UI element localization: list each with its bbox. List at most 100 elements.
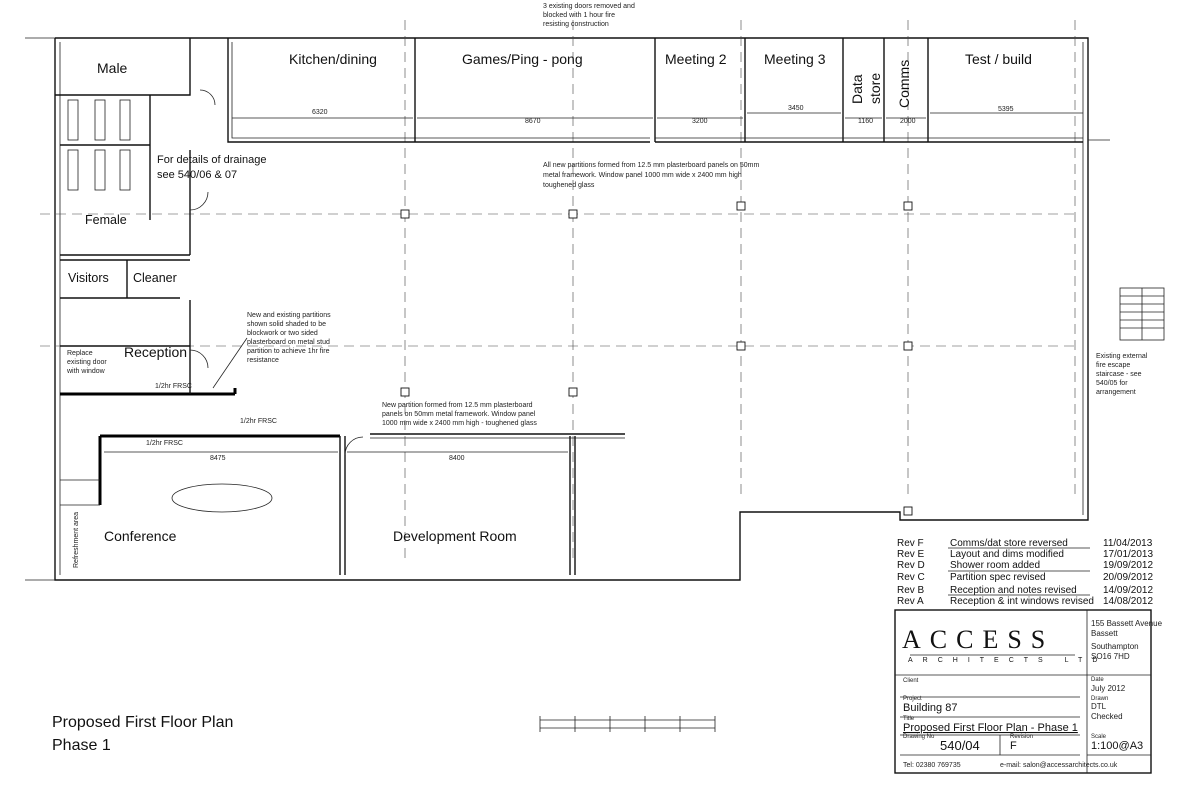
room-test-build: Test / build [965, 51, 1032, 67]
drawn-value: DTL [1091, 702, 1107, 711]
client-label: Client [903, 678, 919, 684]
rev-c-date: 20/09/2012 [1103, 572, 1153, 583]
note-existing-5: partition to achieve 1hr fire [247, 348, 330, 355]
note-new-partition-1: New partition formed from 12.5 mm plaste… [382, 402, 533, 409]
logo-sub: ARCHITECTS LTD [908, 657, 1107, 664]
note-top-doors-1: 3 existing doors removed and [543, 3, 635, 10]
dim-games: 8670 [525, 118, 541, 125]
room-female: Female [85, 213, 127, 227]
tel: Tel: 02380 769735 [903, 762, 961, 769]
title-value: Proposed First Floor Plan - Phase 1 [903, 722, 1078, 734]
rev-d-desc: Shower room added [950, 560, 1040, 571]
drawing-no-value: 540/04 [940, 738, 980, 753]
rev-f-id: Rev F [897, 538, 924, 549]
logo-main: ACCESS [902, 625, 1054, 654]
note-stair-5: arrangement [1096, 389, 1136, 396]
project-label: Project [903, 696, 922, 702]
note-partitions-1: All new partitions formed from 12.5 mm p… [543, 162, 759, 169]
rev-b-date: 14/09/2012 [1103, 585, 1153, 596]
note-frsc-2: 1/2hr FRSC [240, 418, 277, 425]
address-line-2: Bassett [1091, 629, 1118, 638]
note-drainage-2: see 540/06 & 07 [157, 169, 237, 181]
note-partitions-3: toughened glass [543, 182, 595, 189]
project-value: Building 87 [903, 702, 957, 714]
room-male: Male [97, 60, 128, 76]
note-new-partition-3: 1000 mm wide x 2400 mm high - toughened … [382, 420, 537, 427]
drawing-title-line-2: Phase 1 [52, 737, 111, 754]
dim-kitchen: 6320 [312, 109, 328, 116]
room-meeting-3: Meeting 3 [764, 51, 826, 67]
note-frsc-1: 1/2hr FRSC [155, 383, 192, 390]
dim-meeting-3: 3450 [788, 105, 804, 112]
note-frsc-3: 1/2hr FRSC [146, 440, 183, 447]
rev-a-date: 14/08/2012 [1103, 596, 1153, 607]
title-label: Title [903, 716, 915, 722]
revision-value: F [1010, 740, 1017, 752]
room-data-store-1: Data [849, 74, 865, 104]
note-stair-4: 540/05 for [1096, 380, 1128, 387]
room-refreshment: Refreshment area [73, 512, 80, 568]
date-label: Date [1091, 677, 1104, 683]
note-existing-2: shown solid shaded to be [247, 321, 326, 328]
room-kitchen: Kitchen/dining [289, 51, 377, 67]
structural-grid [40, 20, 1080, 560]
room-conference: Conference [104, 528, 177, 544]
note-stair-2: fire escape [1096, 362, 1130, 369]
note-drainage-1: For details of drainage [157, 154, 266, 166]
dim-conference: 8475 [210, 455, 226, 462]
rev-e-date: 17/01/2013 [1103, 549, 1153, 560]
outer-walls [25, 37, 1110, 581]
note-new-partition-2: panels on 50mm metal framework. Window p… [382, 411, 536, 418]
revision-table: Rev F Comms/dat store reversed 11/04/201… [897, 538, 1153, 607]
date-value: July 2012 [1091, 684, 1126, 693]
note-top-doors-2: blocked with 1 hour fire [543, 12, 615, 19]
rev-b-desc: Reception and notes revised [950, 585, 1077, 596]
rev-f-date: 11/04/2013 [1103, 538, 1153, 549]
note-existing-1: New and existing partitions [247, 312, 331, 319]
dimension-lines [104, 112, 1083, 453]
rev-e-id: Rev E [897, 549, 925, 560]
note-existing-4: plasterboard on metal stud [247, 339, 330, 346]
rev-a-desc: Reception & int windows revised [950, 596, 1094, 607]
note-replace-3: with window [66, 368, 106, 375]
checked-label: Checked [1091, 712, 1123, 721]
rev-d-id: Rev D [897, 560, 925, 571]
dim-comms: 2000 [900, 118, 916, 125]
scale-value: 1:100@A3 [1091, 740, 1143, 752]
note-replace-2: existing door [67, 359, 107, 366]
address-line-4: SO16 7HD [1091, 652, 1130, 661]
rev-f-desc: Comms/dat store reversed [950, 538, 1068, 549]
room-reception: Reception [124, 344, 187, 360]
address-line-1: 155 Bassett Avenue [1091, 619, 1163, 628]
rev-d-date: 19/09/2012 [1103, 560, 1153, 571]
drawing-title-line-1: Proposed First Floor Plan [52, 714, 233, 731]
toilet-block [55, 38, 216, 299]
room-data-store-2: store [867, 73, 883, 104]
fire-resistant-walls [60, 300, 340, 505]
rev-e-desc: Layout and dims modified [950, 549, 1064, 560]
top-row-partitions [227, 38, 1083, 143]
rev-b-id: Rev B [897, 585, 925, 596]
note-existing-3: blockwork or two sided [247, 330, 318, 337]
dim-test-build: 5395 [998, 106, 1014, 113]
note-partitions-2: metal framework. Window panel 1000 mm wi… [543, 172, 742, 179]
dim-development: 8400 [449, 455, 465, 462]
drawing-no-label: Drawing No [903, 734, 935, 740]
dim-meeting-2: 3200 [692, 118, 708, 125]
note-replace-1: Replace [67, 350, 93, 357]
lower-partitions [60, 433, 625, 575]
dim-data-store: 1160 [858, 118, 873, 125]
scale-bar [539, 716, 716, 732]
note-top-doors-3: resisting construction [543, 21, 609, 28]
email: e-mail: salon@accessarchitects.co.uk [1000, 762, 1118, 769]
rev-a-id: Rev A [897, 596, 924, 607]
room-development: Development Room [393, 528, 517, 544]
room-cleaner: Cleaner [133, 271, 177, 285]
rev-c-id: Rev C [897, 572, 925, 583]
drawn-label: Drawn [1091, 696, 1108, 702]
external-staircase [1119, 287, 1165, 341]
columns [400, 201, 913, 516]
revision-label: Revision [1010, 734, 1033, 740]
room-visitors: Visitors [68, 271, 109, 285]
